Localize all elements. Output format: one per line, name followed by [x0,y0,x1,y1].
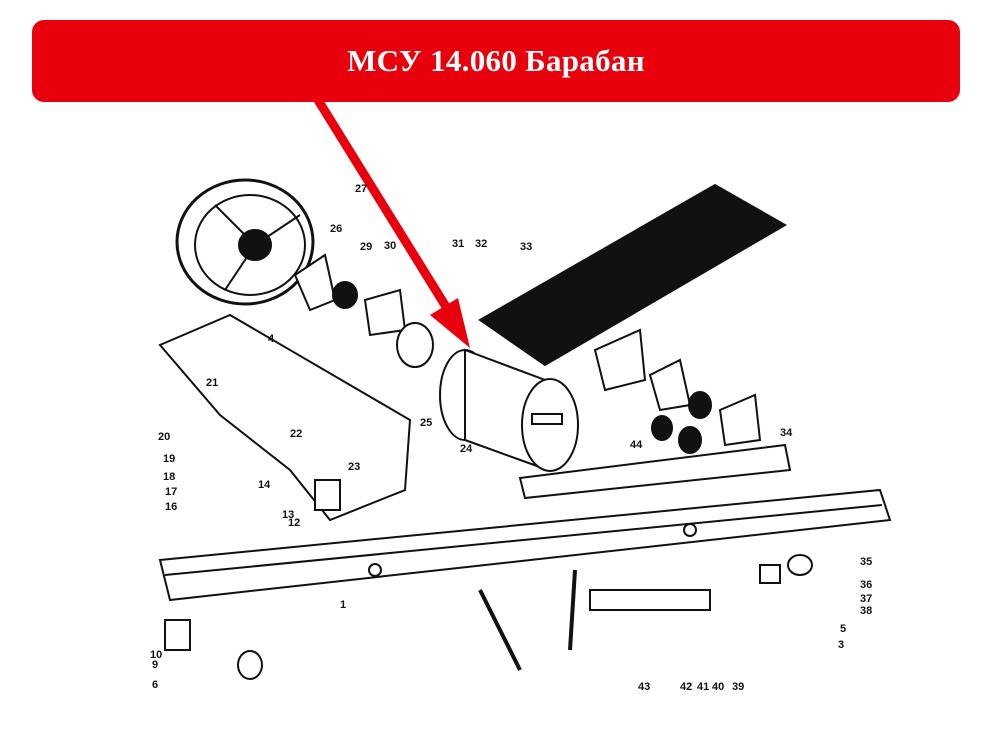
part-label-23: 23 [348,461,360,473]
pointer-arrow [314,97,452,313]
part-label-43: 43 [638,681,650,693]
part-label-38: 38 [860,605,872,617]
part-label-33: 33 [520,241,532,253]
part-label-41: 41 [697,681,709,693]
part-label-19: 19 [163,453,175,465]
part-label-10: 10 [150,649,162,661]
part-label-42: 42 [680,681,692,693]
part-label-24: 24 [460,443,473,455]
part-label-1: 1 [340,599,346,611]
part-label-16: 16 [165,501,177,513]
drum-assembly [439,348,579,472]
conveyor-frame [158,313,892,671]
pointer-arrow-head [430,298,470,348]
part-label-5: 5 [840,623,846,635]
title-banner: МСУ 14.060 Барабан [32,20,960,102]
part-label-21: 21 [206,377,218,389]
part-label-13: 13 [282,509,294,521]
pulley-wheel [175,178,315,306]
part-label-35: 35 [860,556,872,568]
part-label-37: 37 [860,593,872,605]
part-label-40: 40 [712,681,724,693]
part-label-6: 6 [152,679,158,691]
part-label-44: 44 [630,439,643,451]
part-label-32: 32 [475,238,487,250]
part-label-12: 12 [288,517,300,529]
part-label-26: 26 [330,223,342,235]
part-label-39: 39 [732,681,744,693]
part-label-4: 4 [268,333,275,345]
part-label-17: 17 [165,486,177,498]
part-label-25: 25 [420,417,432,429]
part-label-20: 20 [158,431,170,443]
part-label-27: 27 [355,183,367,195]
part-label-9: 9 [152,659,158,671]
belt-strip [478,183,787,367]
part-label-29: 29 [360,241,372,253]
part-label-14: 14 [258,479,271,491]
part-label-18: 18 [163,471,175,483]
part-label-36: 36 [860,579,872,591]
part-label-22: 22 [290,428,302,440]
part-label-30: 30 [384,240,396,252]
part-label-3: 3 [838,639,844,651]
part-labels: 1345691012131416171819202122232425262729… [150,183,872,693]
part-label-34: 34 [780,427,793,439]
part-label-31: 31 [452,238,464,250]
banner-title: МСУ 14.060 Барабан [347,43,645,78]
